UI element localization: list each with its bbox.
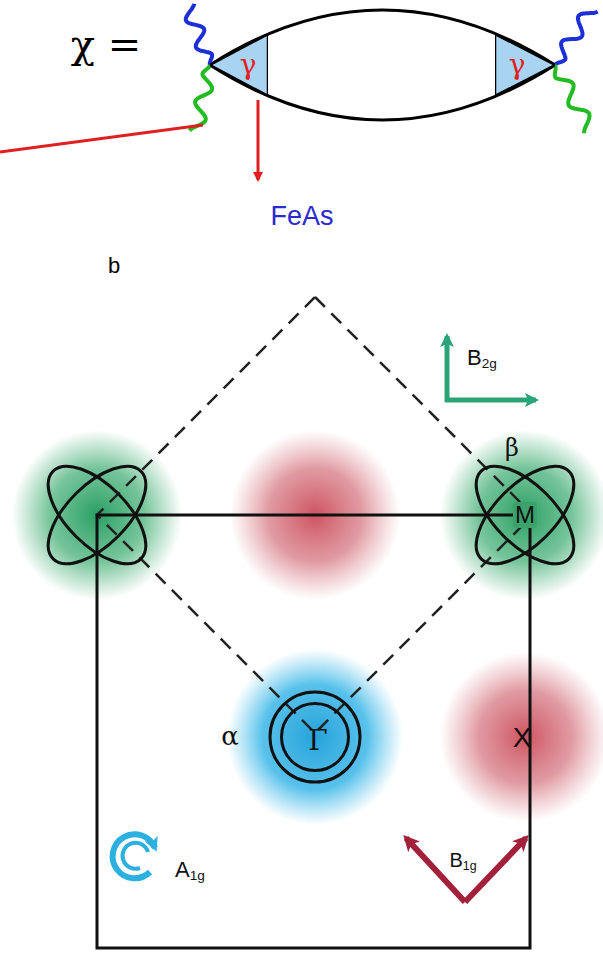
node-label: X	[513, 724, 532, 752]
symmetry-label: A1g	[175, 859, 205, 881]
band-label: β	[505, 436, 519, 460]
photon-line	[555, 12, 598, 65]
node-label: γ	[240, 51, 257, 79]
vertex-triangle: γ	[210, 34, 268, 96]
x-point: X	[495, 712, 555, 762]
node-label: Γ	[308, 727, 327, 755]
material-label: FeAs	[270, 203, 333, 230]
vertex-triangle: γ	[495, 34, 555, 96]
equation-label: χ =	[71, 24, 141, 64]
symmetry-label: B2g	[467, 347, 497, 369]
triangle-shape	[210, 34, 268, 96]
photon-line	[555, 65, 590, 133]
node-label: γ	[509, 51, 526, 79]
photon-line	[190, 65, 213, 131]
band-label: α	[221, 723, 239, 749]
panel-letter: b	[108, 255, 120, 277]
m-point: M	[495, 490, 555, 540]
node-label: M	[513, 502, 537, 528]
symmetry-label: B1g	[449, 850, 476, 870]
photon-line	[186, 4, 212, 65]
gamma-pocket: Γ	[280, 702, 350, 772]
